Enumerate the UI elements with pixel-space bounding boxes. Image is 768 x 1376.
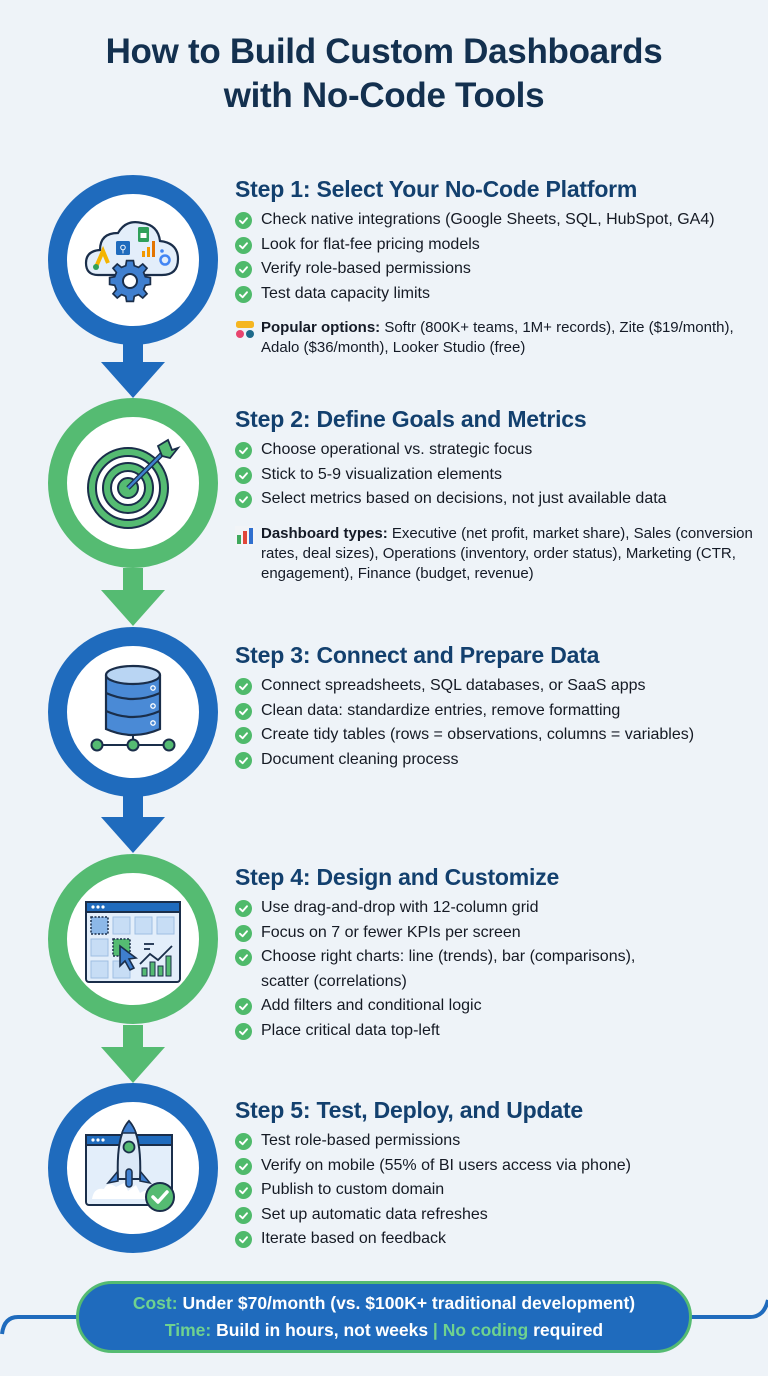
check-circle-icon [235,702,252,720]
title-line-2: with No-Code Tools [223,76,545,115]
step-5-bullet: Test role-based permissions [235,1129,760,1154]
footer-connector-right [690,1299,768,1319]
check-circle-icon [235,442,252,459]
time-text: Build in hours, not weeks [211,1320,429,1340]
arrow-down-2-icon [101,568,165,628]
check-circle-icon [235,751,252,769]
step-1-title: Step 1: Select Your No-Code Platform [235,176,638,202]
step-3-content: Step 3: Connect and Prepare Data Connect… [235,640,760,772]
note-label: Popular options: [261,319,381,336]
nocode-label: No coding [442,1320,529,1340]
step-2-bullet: Stick to 5-9 visualization elements [235,463,760,488]
check-circle-icon [235,1157,252,1175]
step-1-bullet: Look for flat-fee pricing models [235,233,760,258]
check-circle-icon [235,1206,252,1224]
step-2-node [48,398,218,568]
database-network-icon [90,664,176,752]
check-circle-icon [235,678,252,695]
app-tiles-icon [236,321,254,338]
cloud-integrations-gear-icon: ⚲ [84,221,180,303]
step-1-bullet: Verify role-based permissions [235,257,760,282]
check-circle-icon [235,998,252,1015]
step-2-note: Dashboard types: Executive (net profit, … [235,524,760,584]
step-3-bullet: Connect spreadsheets, SQL databases, or … [235,674,760,699]
cost-label: Cost: [132,1293,178,1313]
check-circle-icon [235,1022,252,1040]
step-5-bullet: Iterate based on feedback [235,1227,760,1252]
step-1-node: ⚲ [48,175,218,345]
check-circle-icon [235,491,252,508]
cost-line: Cost: Under $70/month (vs. $100K+ tradit… [79,1290,689,1317]
footer-connector-left [0,1315,80,1335]
step-3-bullet: Clean data: standardize entries, remove … [235,699,760,724]
note-text: Softr (800K+ teams, 1M+ records), Zite (… [261,319,734,356]
arrow-down-1-icon [101,340,165,400]
check-circle-icon [235,924,252,942]
step-4-content: Step 4: Design and Customize Use drag-an… [235,862,760,1043]
step-3-node [48,627,218,797]
note-label: Dashboard types: [261,524,388,542]
step-4-bullet: Use drag-and-drop with 12-column grid [235,896,760,921]
check-circle-icon [235,466,252,484]
step-5-bullet: Set up automatic data refreshes [235,1203,760,1228]
cost-text: Under $70/month (vs. $100K+ traditional … [177,1293,636,1313]
step-5-bullet: Verify on mobile (55% of BI users access… [235,1154,760,1179]
title-line-1: How to Build Custom Dashboards [105,32,663,71]
separator: | [428,1320,443,1340]
dashboard-grid-cursor-icon [85,901,181,983]
step-3-bullet: Document cleaning process [235,748,760,773]
step-1-note: Popular options: Softr (800K+ teams, 1M+… [235,318,760,358]
note-text: Executive (net profit, market share), Sa… [261,524,753,582]
check-circle-icon [235,285,252,303]
step-5-node [48,1083,218,1253]
step-4-bullet: Choose right charts: line (trends), bar … [235,945,760,994]
step-4-bullet: Focus on 7 or fewer KPIs per screen [235,921,760,946]
step-4-bullet: Place critical data top-left [235,1019,760,1044]
nocode-text: required [528,1320,604,1340]
check-circle-icon [235,1182,252,1199]
check-circle-icon [235,1231,252,1248]
rocket-launch-check-icon [85,1119,175,1212]
step-1-bullet: Test data capacity limits [235,282,760,307]
check-circle-icon [235,1133,252,1150]
step-4-title: Step 4: Design and Customize [235,864,560,890]
step-3-bullet: Create tidy tables (rows = observations,… [235,723,760,748]
page-title: How to Build Custom Dashboards with No-C… [0,30,768,118]
step-1-content: Step 1: Select Your No-Code Platform Che… [235,174,760,358]
check-circle-icon [235,727,252,744]
target-arrow-icon [87,438,181,529]
arrow-down-3-icon [101,795,165,855]
bar-chart-icon [235,525,255,546]
step-3-title: Step 3: Connect and Prepare Data [235,642,600,668]
svg-text:⚲: ⚲ [119,244,126,255]
check-circle-icon [235,236,252,254]
step-4-node [48,854,218,1024]
check-circle-icon [235,900,252,917]
time-label: Time: [164,1320,212,1340]
step-2-bullet: Select metrics based on decisions, not j… [235,487,760,512]
time-line: Time: Build in hours, not weeks | No cod… [79,1317,689,1344]
summary-banner: Cost: Under $70/month (vs. $100K+ tradit… [76,1281,692,1353]
check-circle-icon [235,949,252,966]
step-5-bullet: Publish to custom domain [235,1178,760,1203]
step-2-title: Step 2: Define Goals and Metrics [235,406,587,432]
step-4-bullet: Add filters and conditional logic [235,994,760,1019]
step-1-bullet: Check native integrations (Google Sheets… [235,208,760,233]
step-5-content: Step 5: Test, Deploy, and Update Test ro… [235,1095,760,1252]
step-2-bullet: Choose operational vs. strategic focus [235,438,760,463]
step-5-title: Step 5: Test, Deploy, and Update [235,1097,584,1123]
arrow-down-4-icon [101,1025,165,1085]
check-circle-icon [235,261,252,278]
step-2-content: Step 2: Define Goals and Metrics Choose … [235,404,760,584]
check-circle-icon [235,212,252,229]
